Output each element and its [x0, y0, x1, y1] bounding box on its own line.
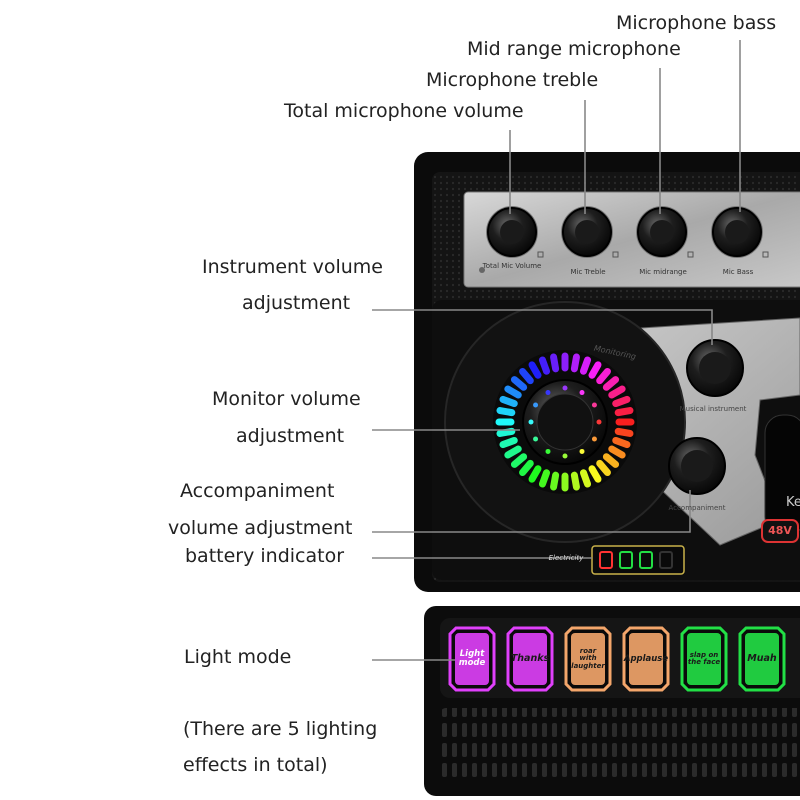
key-label: Ke: [786, 495, 800, 510]
effect-pad-label: roar with laughter: [571, 646, 605, 670]
callout-instrument-line2: adjustment: [242, 292, 351, 314]
effect-pad-label: Light mode: [458, 649, 486, 668]
effect-pad-label: Muah: [747, 653, 777, 665]
callout-total-mic-volume: Total microphone volume: [284, 100, 524, 122]
leader-lines: [372, 40, 741, 661]
phantom-48v-label: 48V: [768, 524, 792, 537]
battery-cell: [639, 551, 653, 569]
knob-label-total-mic-volume: Total Mic Volume: [482, 262, 542, 270]
battery-cell: [659, 551, 673, 569]
callout-monitor-line1: Monitor volume: [212, 388, 361, 410]
knob-label-mic-treble: Mic Treble: [570, 268, 606, 276]
effect-pad-label: Applause: [623, 653, 669, 664]
battery-cell: [599, 551, 613, 569]
accompaniment-label: Accompaniment: [668, 504, 726, 512]
callout-light-mode: Light mode: [184, 646, 292, 668]
callout-accomp-line1: Accompaniment: [180, 480, 335, 502]
callout-note-line1: (There are 5 lighting: [183, 718, 378, 740]
knob-panel: [463, 191, 800, 288]
battery-cell: [619, 551, 633, 569]
phantom-48v-badge: [761, 519, 799, 543]
callout-monitor-line2: adjustment: [236, 425, 345, 447]
knob-label-mic-bass: Mic Bass: [722, 268, 754, 276]
battery-indicator: [591, 545, 685, 575]
callout-accomp-line2: volume adjustment: [168, 517, 353, 539]
effect-pad-label: slap on the face: [687, 650, 721, 666]
callout-instrument-line1: Instrument volume: [202, 256, 383, 278]
electricity-label: Electricity: [548, 554, 584, 562]
callout-mic-bass: Microphone bass: [616, 12, 777, 34]
callout-mid-range: Mid range microphone: [467, 38, 681, 60]
musical-instrument-label: Musical instrument: [679, 405, 747, 413]
callout-mic-treble: Microphone treble: [426, 69, 599, 91]
callout-battery: battery indicator: [185, 545, 345, 567]
callout-note-line2: effects in total): [183, 754, 328, 776]
knob-label-mic-midrange: Mic midrange: [639, 268, 687, 276]
effect-pad-label: Thanks: [510, 653, 550, 665]
